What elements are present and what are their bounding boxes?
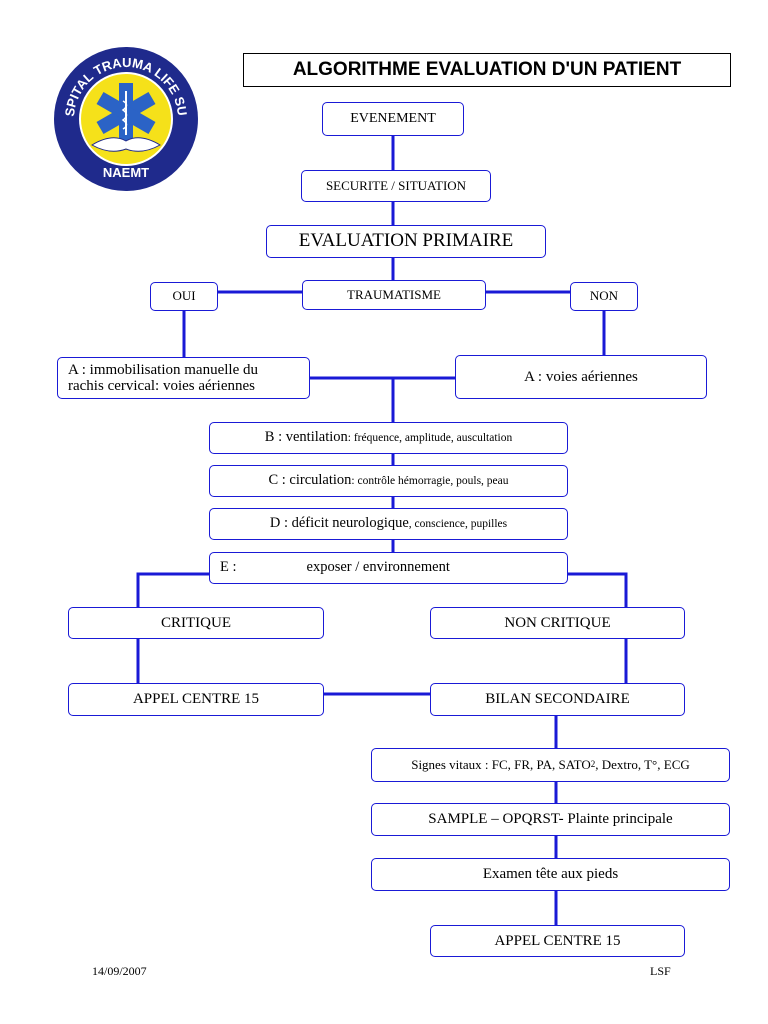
node-a-immobilisation: A : immobilisation manuelle du rachis ce… [57, 357, 310, 399]
c-circulation-main: C : circulation [268, 472, 352, 489]
node-examen-tete-aux-pieds: Examen tête aux pieds [371, 858, 730, 891]
connector [568, 572, 628, 607]
node-non-critique: NON CRITIQUE [430, 607, 685, 639]
node-evenement: EVENEMENT [322, 102, 464, 136]
logo-bottom-text: NAEMT [103, 165, 149, 180]
node-sample-opqrst: SAMPLE – OPQRST- Plainte principale [371, 803, 730, 836]
node-c-circulation: C : circulation : contrôle hémorragie, p… [209, 465, 568, 497]
node-b-ventilation: B : ventilation : fréquence, amplitude, … [209, 422, 568, 454]
node-bilan-secondaire: BILAN SECONDAIRE [430, 683, 685, 716]
node-securite-situation: SECURITE / SITUATION [301, 170, 491, 202]
node-a-voies-aeriennes: A : voies aériennes [455, 355, 707, 399]
b-ventilation-detail: : fréquence, amplitude, auscultation [347, 431, 513, 444]
signes-vitaux-text: Signes vitaux : FC, FR, PA, SATO [411, 756, 591, 772]
node-e-exposer: E : exposer / environnement [209, 552, 568, 584]
node-traumatisme: TRAUMATISME [302, 280, 486, 310]
footer-author: LSF [650, 964, 671, 978]
star-of-life-icon [96, 83, 156, 143]
a-immobilisation-line1: A : immobilisation manuelle du [68, 361, 258, 378]
node-appel-centre-15-critique: APPEL CENTRE 15 [68, 683, 324, 716]
node-non: NON [570, 282, 638, 311]
node-d-deficit: D : déficit neurologique, conscience, pu… [209, 508, 568, 540]
page-title: ALGORITHME EVALUATION D'UN PATIENT [243, 53, 731, 87]
d-deficit-main: D : déficit neurologique [269, 515, 409, 532]
d-deficit-detail: , conscience, pupilles [408, 517, 508, 530]
e-exposer-label: E : [220, 559, 237, 576]
hands-icon [90, 137, 162, 152]
node-appel-centre-15-final: APPEL CENTRE 15 [430, 925, 685, 957]
e-exposer-text: exposer / environnement [306, 559, 450, 576]
connector [136, 572, 209, 607]
phtls-logo: Pre HOSPITAL TRAUMA LIFE SUPPORT NAEMT [52, 45, 198, 191]
node-oui: OUI [150, 282, 218, 311]
node-evaluation-primaire: EVALUATION PRIMAIRE [266, 225, 546, 258]
b-ventilation-main: B : ventilation [264, 429, 348, 446]
footer-date: 14/09/2007 [92, 964, 147, 978]
signes-vitaux-subscript: 2 [590, 759, 596, 770]
signes-vitaux-text-end: , Dextro, T°, ECG [595, 756, 690, 772]
node-critique: CRITIQUE [68, 607, 324, 639]
c-circulation-detail: : contrôle hémorragie, pouls, peau [351, 474, 509, 487]
a-immobilisation-line2: rachis cervical: voies aériennes [68, 378, 255, 394]
